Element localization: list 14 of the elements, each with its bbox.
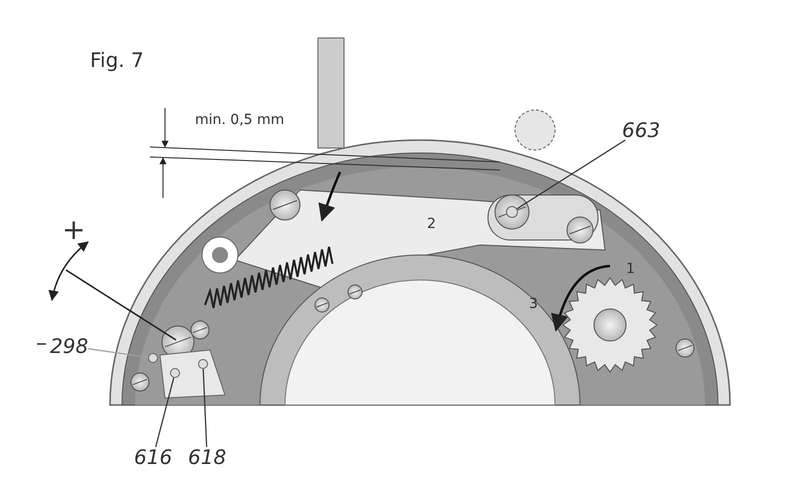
- leader-line: [88, 348, 148, 358]
- figure-title: Fig. 7: [90, 50, 144, 70]
- callout-number: 298: [50, 336, 88, 356]
- sign-label: +: [62, 216, 86, 244]
- callout-number: 2: [427, 217, 436, 231]
- dimension-label: min. 0,5 mm: [195, 113, 284, 127]
- leader-line: [155, 378, 174, 448]
- callout-number: 3: [529, 297, 538, 311]
- callout-number: 616: [134, 447, 172, 467]
- callout-number: 1: [626, 262, 635, 276]
- callout-number: 663: [622, 120, 660, 140]
- callout-number: 618: [188, 447, 226, 467]
- leader-line: [516, 140, 626, 210]
- sign-label: –: [36, 333, 47, 355]
